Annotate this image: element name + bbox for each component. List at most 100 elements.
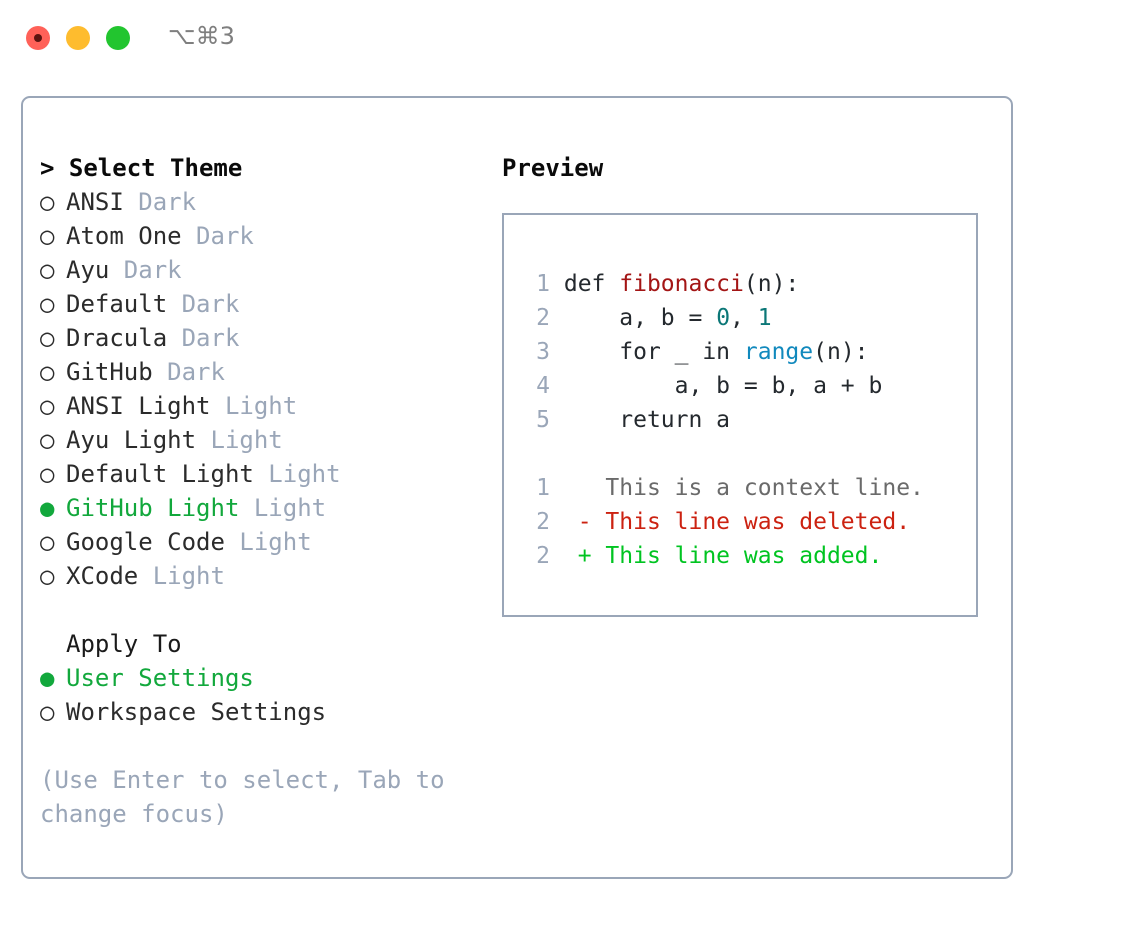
spacer — [40, 593, 490, 627]
theme-option-label: GitHub — [66, 358, 153, 386]
radio-unselected-icon: ○ — [40, 562, 55, 590]
code-token: range — [743, 339, 814, 365]
radio-unselected-icon: ○ — [40, 460, 55, 488]
title-bar: ⌥⌘3 — [0, 0, 1140, 76]
radio-unselected-icon: ○ — [40, 290, 55, 318]
radio-unselected-icon: ○ — [40, 698, 55, 726]
minimize-button-icon[interactable] — [66, 26, 90, 50]
theme-option-label: Default — [66, 290, 168, 318]
diff-sample: 1 This is a context line.2 - This line w… — [504, 471, 976, 573]
apply-to-option-workspace-settings[interactable]: ○ Workspace Settings — [40, 695, 490, 729]
diff-line-deleted: 2 - This line was deleted. — [504, 505, 976, 539]
code-token: for _ in — [563, 339, 744, 365]
theme-picker-column: > Select Theme ○ANSI Dark○Atom One Dark○… — [40, 151, 490, 831]
code-token: fibonacci — [619, 271, 744, 297]
zoom-button-icon[interactable] — [106, 26, 130, 50]
theme-option-default-light[interactable]: ○ Default Light Light — [40, 457, 490, 491]
theme-option-ayu[interactable]: ○ Ayu Dark — [40, 253, 490, 287]
theme-variant-badge: Dark — [181, 222, 254, 250]
theme-variant-badge: Light — [253, 460, 341, 488]
radio-selected-icon: ● — [40, 664, 55, 692]
diff-line-number: 2 — [536, 509, 550, 535]
code-token: 0 — [716, 305, 731, 331]
code-line-number: 2 — [536, 305, 550, 331]
code-line: 3 for _ in range(n): — [504, 335, 976, 369]
theme-list: ○ ANSI Dark ○ Atom One Dark ○ Ayu Dark ○ Defaul… — [40, 185, 490, 593]
theme-option-label: Atom One — [66, 222, 182, 250]
theme-variant-badge: Dark — [123, 188, 197, 216]
theme-option-label: ANSI Light — [66, 392, 211, 420]
theme-option-google-code[interactable]: ○ Google Code Light — [40, 525, 490, 559]
theme-variant-badge: Light — [196, 426, 283, 454]
code-token: a, b = b, a + b — [563, 373, 883, 399]
theme-option-default[interactable]: ○ Default Dark — [40, 287, 490, 321]
radio-unselected-icon: ○ — [40, 358, 55, 386]
theme-option-label: Ayu Light — [66, 426, 197, 454]
keyboard-shortcut-label: ⌥⌘3 — [168, 22, 235, 50]
theme-option-github-light[interactable]: ●GitHub Light Light — [40, 491, 490, 525]
radio-unselected-icon: ○ — [40, 528, 55, 556]
radio-unselected-icon: ○ — [40, 392, 55, 420]
apply-to-option-label: User Settings — [66, 664, 254, 692]
theme-option-label: Ayu — [66, 256, 110, 284]
theme-list-header: > Select Theme — [40, 154, 243, 182]
radio-unselected-icon: ○ — [40, 324, 55, 352]
code-line: 4 a, b = b, a + b — [504, 369, 976, 403]
code-line: 2 a, b = 0, 1 — [504, 301, 976, 335]
radio-unselected-icon: ○ — [40, 426, 55, 454]
theme-option-dracula[interactable]: ○ Dracula Dark — [40, 321, 490, 355]
spacer — [504, 437, 976, 471]
theme-option-label: XCode — [66, 562, 139, 590]
radio-unselected-icon: ○ — [40, 222, 55, 250]
apply-to-header: Apply To — [66, 630, 182, 658]
code-token: 1 — [757, 305, 772, 331]
diff-line-text: + This line was added. — [577, 543, 883, 569]
diff-line-added: 2 + This line was added. — [504, 539, 976, 573]
diff-line-number: 2 — [536, 543, 550, 569]
code-token: return a — [563, 407, 731, 433]
theme-variant-badge: Light — [210, 392, 298, 420]
code-line-number: 4 — [536, 373, 550, 399]
theme-option-ansi-light[interactable]: ○ ANSI Light Light — [40, 389, 490, 423]
theme-option-label: GitHub Light — [66, 494, 240, 522]
code-token: (n): — [813, 339, 869, 365]
diff-line-context: 1 This is a context line. — [504, 471, 976, 505]
close-button-icon[interactable] — [26, 26, 50, 50]
theme-option-label: Google Code — [66, 528, 225, 556]
code-line: 5 return a — [504, 403, 976, 437]
theme-option-label: ANSI — [66, 188, 124, 216]
theme-option-label: Dracula — [66, 324, 168, 352]
radio-unselected-icon: ○ — [40, 188, 55, 216]
traffic-lights — [26, 26, 130, 50]
theme-option-ansi[interactable]: ○ ANSI Dark — [40, 185, 490, 219]
theme-option-ayu-light[interactable]: ○ Ayu Light Light — [40, 423, 490, 457]
code-line-number: 5 — [536, 407, 550, 433]
radio-unselected-icon: ○ — [40, 256, 55, 284]
theme-variant-badge: Light — [138, 562, 225, 590]
code-token: def — [563, 271, 620, 297]
code-line: 1 def fibonacci(n): — [504, 267, 976, 301]
theme-option-github[interactable]: ○ GitHub Dark — [40, 355, 490, 389]
diff-line-number: 1 — [536, 475, 550, 501]
preview-column: Preview 1 def fibonacci(n):2 a, b = 0, 1… — [502, 151, 1002, 617]
radio-selected-icon: ● — [40, 494, 55, 522]
apply-to-list: ● User Settings ○ Workspace Settings — [40, 661, 490, 729]
main-panel: > Select Theme ○ANSI Dark○Atom One Dark○… — [21, 96, 1013, 879]
diff-line-text: This is a context line. — [577, 475, 924, 501]
apply-to-option-label: Workspace Settings — [66, 698, 327, 726]
code-token: (n): — [743, 271, 800, 297]
theme-option-atom-one[interactable]: ○ Atom One Dark — [40, 219, 490, 253]
theme-variant-badge: Dark — [152, 358, 225, 386]
code-line-number: 3 — [536, 339, 550, 365]
code-token: a, b = — [563, 305, 717, 331]
theme-variant-badge: Dark — [167, 324, 240, 352]
theme-option-xcode[interactable]: ○ XCode Light — [40, 559, 490, 593]
theme-option-label: Default Light — [66, 460, 254, 488]
preview-title: Preview — [502, 154, 604, 182]
apply-to-option-user-settings[interactable]: ● User Settings — [40, 661, 490, 695]
theme-variant-badge: Dark — [109, 256, 182, 284]
theme-variant-badge: Dark — [167, 290, 240, 318]
theme-variant-badge: Light — [224, 528, 312, 556]
